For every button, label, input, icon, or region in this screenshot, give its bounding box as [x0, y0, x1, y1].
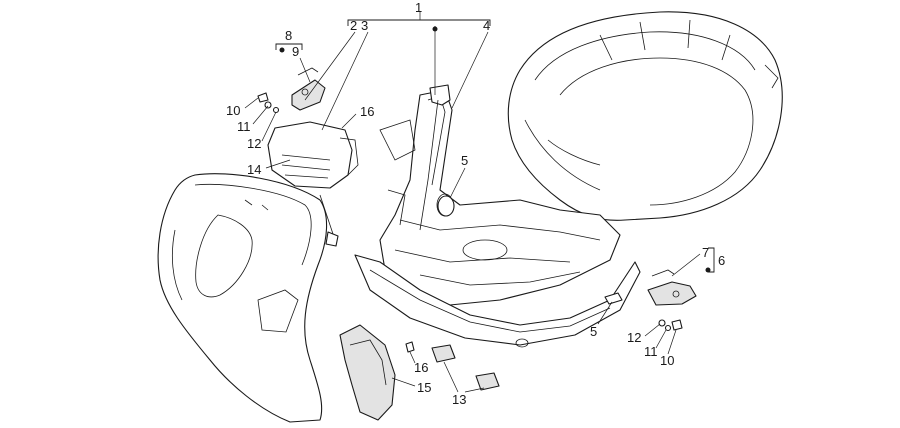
callout-9: 9 — [292, 44, 299, 59]
rubber-pads — [431, 344, 500, 391]
callout-15: 15 — [417, 380, 431, 395]
hinge-bracket — [291, 67, 326, 111]
callout-5-right: 5 — [590, 324, 597, 339]
callout-12-left: 12 — [247, 136, 261, 151]
callout-labels: 1 2 3 4 8 9 10 11 12 14 16 5 7 6 5 12 11… — [226, 0, 725, 407]
callout-14: 14 — [247, 162, 261, 177]
callout-12-right: 12 — [627, 330, 641, 345]
callout-11-right: 11 — [644, 344, 658, 359]
body-shell — [507, 11, 783, 221]
callout-5-center: 5 — [461, 153, 468, 168]
callout-1: 1 — [415, 0, 422, 15]
leader-lines — [244, 12, 715, 393]
callout-10-right: 10 — [660, 353, 674, 368]
callout-11-left: 11 — [237, 119, 251, 134]
callout-16-lower: 16 — [414, 360, 428, 375]
callout-4: 4 — [483, 18, 490, 33]
lower-cover-part — [339, 324, 415, 421]
floor-skirt — [354, 254, 641, 348]
fasteners-right — [658, 319, 683, 332]
callout-3: 3 — [361, 18, 368, 33]
callout-2: 2 — [350, 18, 357, 33]
hinge-right — [604, 269, 697, 306]
callout-8: 8 — [285, 28, 292, 43]
callout-13: 13 — [452, 392, 466, 407]
callout-7: 7 — [702, 245, 709, 260]
frame-chassis — [379, 89, 621, 306]
front-shield — [157, 173, 328, 423]
callout-6: 6 — [718, 253, 725, 268]
fasteners-left — [257, 92, 280, 114]
glovebox-part — [267, 121, 359, 247]
callout-16-upper: 16 — [360, 104, 374, 119]
callout-10-left: 10 — [226, 103, 240, 118]
grommet-center — [437, 195, 455, 217]
